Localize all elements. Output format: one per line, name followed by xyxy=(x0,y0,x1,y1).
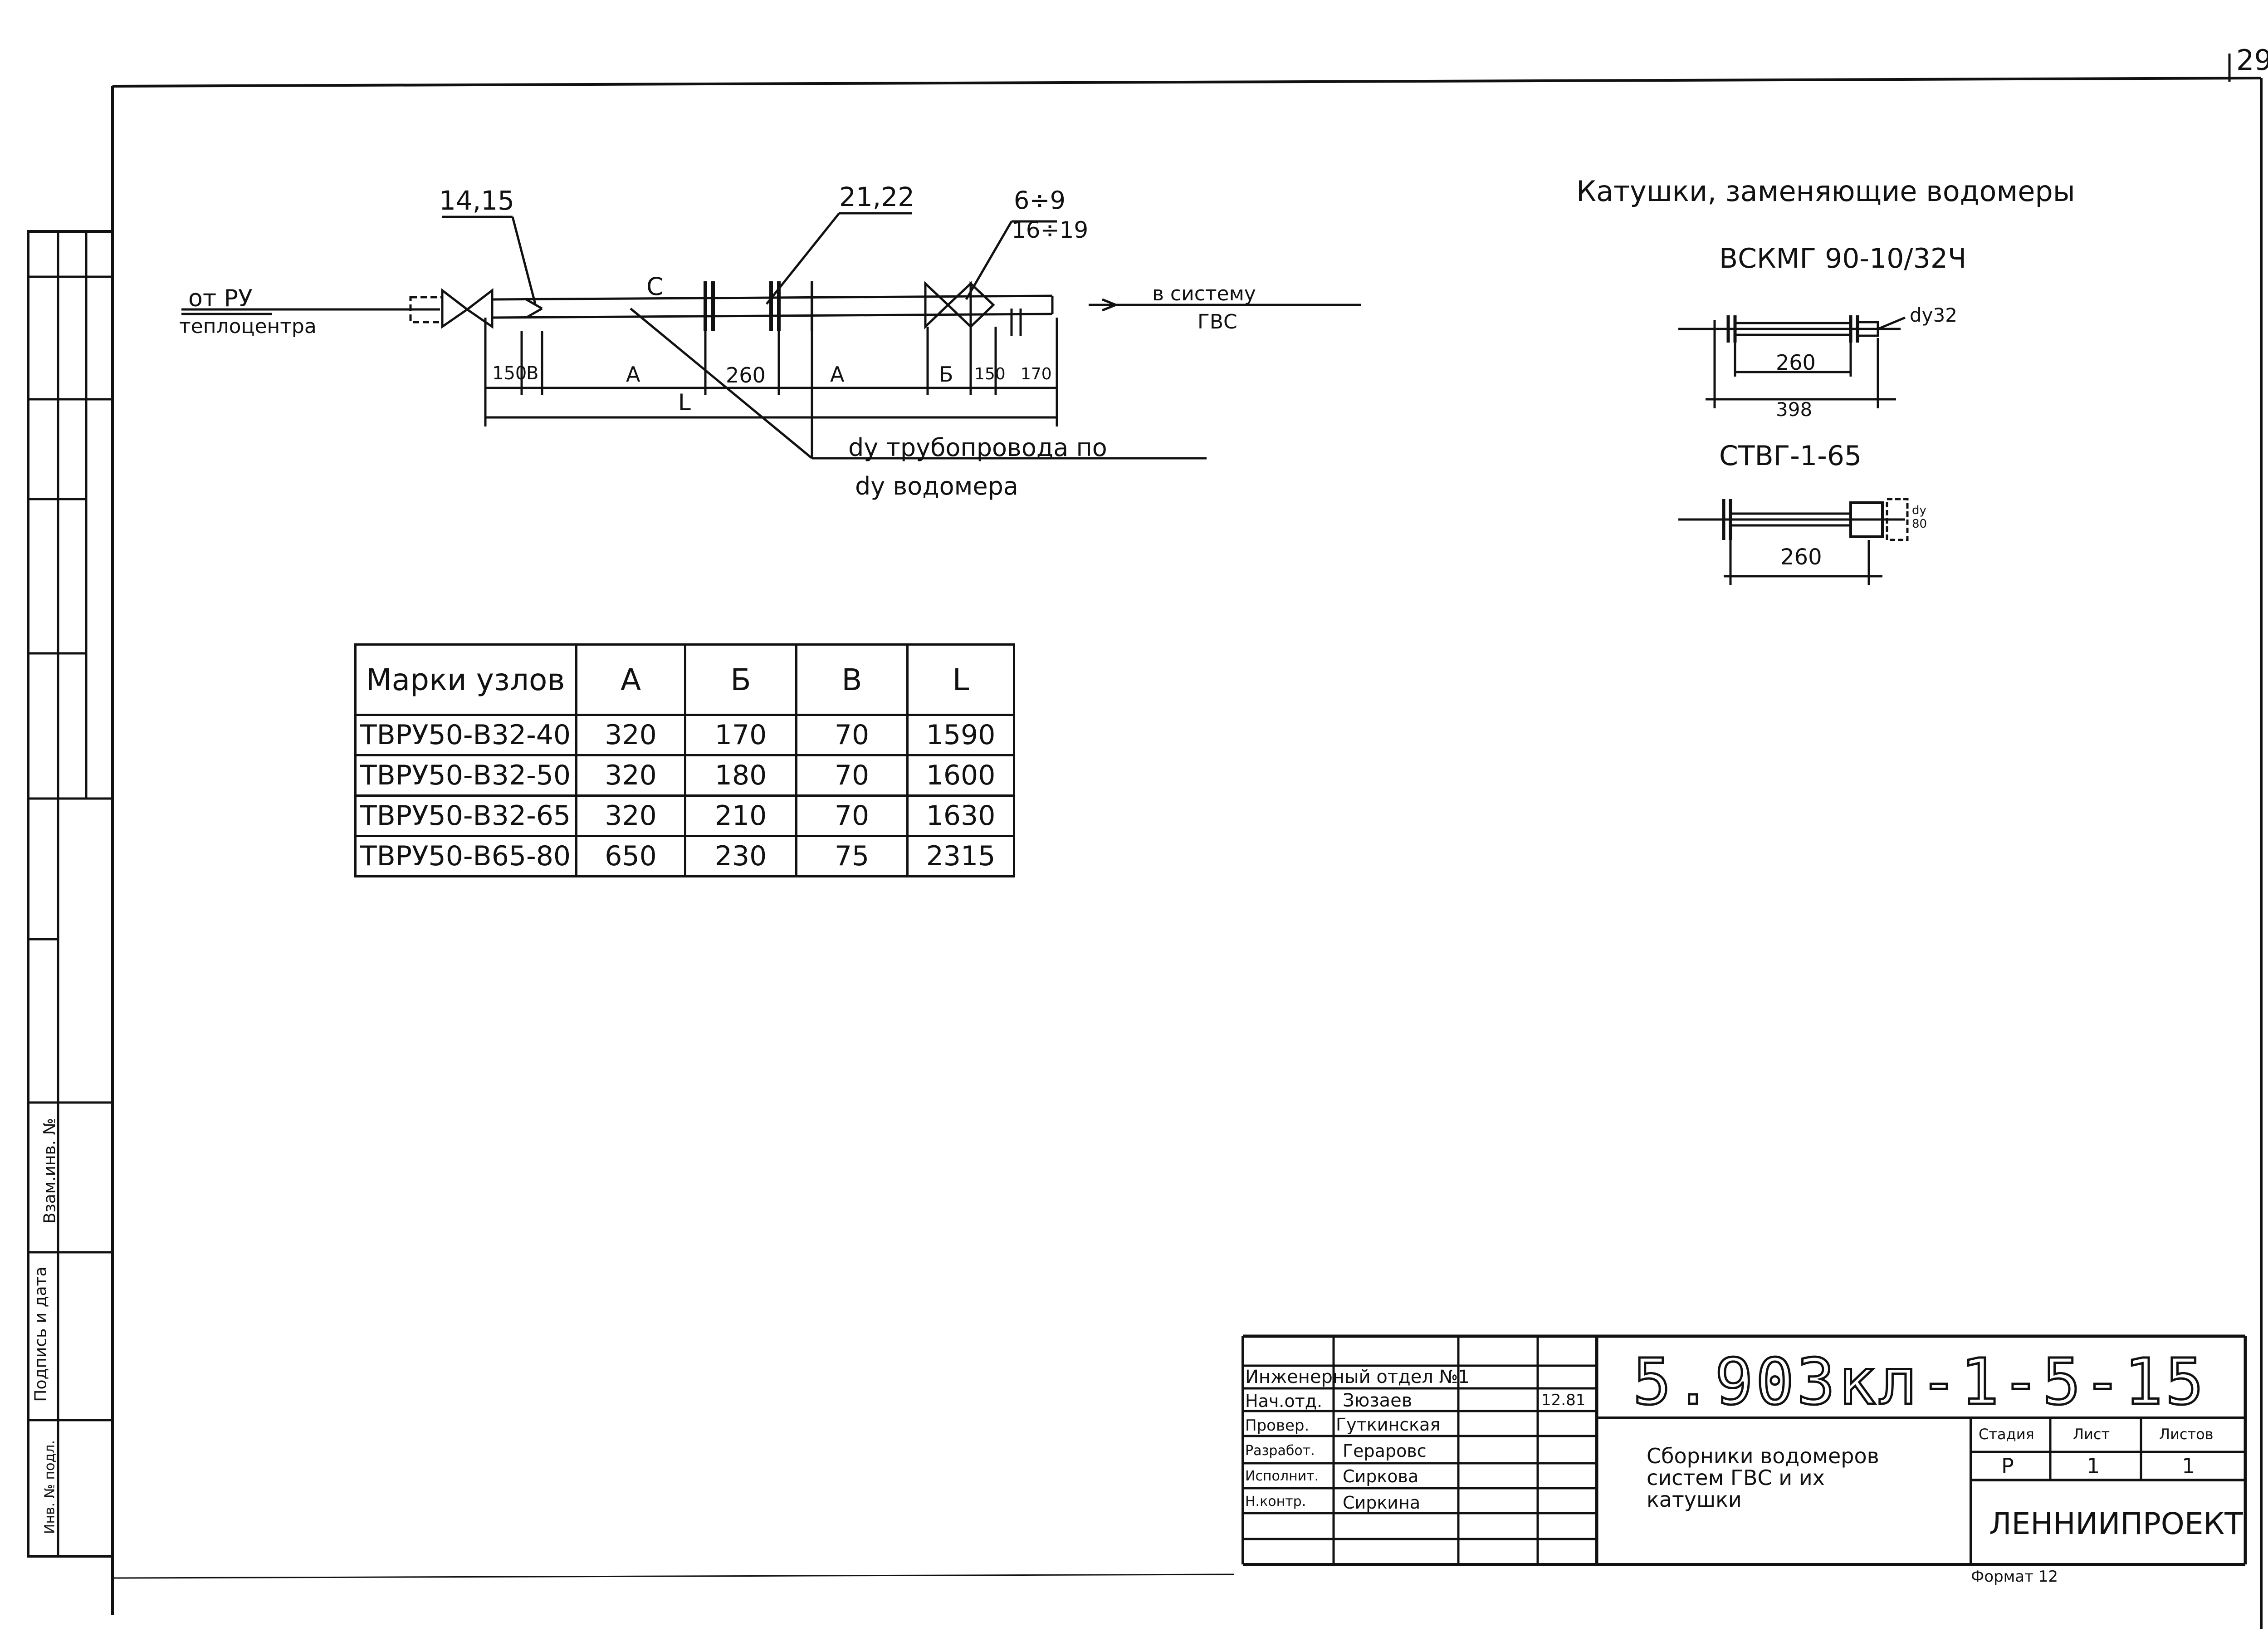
margin-label-inv-no: Инв. № подл. xyxy=(42,1440,58,1534)
coil2-name: СТВГ-1-65 xyxy=(1719,440,1862,472)
stamp-role-1: Нач.отд. xyxy=(1245,1391,1323,1411)
stamp-role-5: Н.контр. xyxy=(1245,1494,1306,1510)
row-mark: ТВРУ50-В32-65 xyxy=(354,794,578,837)
stamp-name-3: Гераровс xyxy=(1343,1441,1427,1461)
stamp-sheet-label: Лист xyxy=(2073,1426,2110,1443)
note-line1: dу трубопровода по xyxy=(848,433,1107,462)
row-v: 70 xyxy=(795,794,909,837)
sheet-number: 29 xyxy=(2236,44,2268,77)
center-mark: С xyxy=(646,272,664,301)
coil1-dy: dу32 xyxy=(1910,304,1957,326)
stamp-date: 12.81 xyxy=(1541,1391,1586,1409)
stamp-format: Формат 12 xyxy=(1971,1568,2058,1586)
row-mark: ТВРУ50-В32-40 xyxy=(354,714,578,756)
row-a: 320 xyxy=(575,794,687,837)
stamp-role-2: Провер. xyxy=(1245,1416,1310,1435)
callout-right-bottom: 16÷19 xyxy=(1012,217,1089,243)
note-line2: dу водомера xyxy=(855,472,1018,500)
row-b: 230 xyxy=(684,835,798,877)
stamp-stage: Р xyxy=(2001,1454,2014,1478)
stamp-role-4: Исполнит. xyxy=(1245,1468,1319,1484)
coil2-dim-inner: 260 xyxy=(1780,544,1822,570)
row-a: 320 xyxy=(575,714,687,756)
stamp-organization: ЛЕННИИПРОЕКТ xyxy=(1989,1506,2243,1541)
header-v: В xyxy=(795,643,909,716)
row-v: 70 xyxy=(795,754,909,797)
margin-label-sign-date: Подпись и дата xyxy=(31,1266,50,1402)
row-mark: ТВРУ50-В65-80 xyxy=(354,835,578,877)
row-b: 210 xyxy=(684,794,798,837)
table-header-row: Марки узлов А Б В L xyxy=(354,643,1016,716)
document-code: 5.903кл-1-5-15 xyxy=(1632,1344,2207,1421)
stamp-sheets: 1 xyxy=(2182,1454,2195,1478)
coils-title: Катушки, заменяющие водомеры xyxy=(1576,175,2075,208)
table-row: ТВРУ50-В65-80 650 230 75 2315 xyxy=(354,835,1016,877)
coil2-side-label: dу 80 xyxy=(1912,504,1927,531)
row-b: 170 xyxy=(684,714,798,756)
dim-v: В xyxy=(526,363,539,384)
row-b: 180 xyxy=(684,754,798,797)
stamp-role-3: Разработ. xyxy=(1245,1443,1315,1459)
stamp-description: Сборники водомеров систем ГВС и их катуш… xyxy=(1647,1444,1879,1512)
coil1-name: ВСКМГ 90-10/32Ч xyxy=(1719,243,1967,274)
callout-mid: 21,22 xyxy=(839,181,915,212)
header-l: L xyxy=(906,643,1016,716)
coil1-dim-inner: 260 xyxy=(1776,350,1816,375)
margin-label-replace-inv: Взам.инв. № xyxy=(40,1118,59,1224)
stamp-stage-label: Стадия xyxy=(1979,1426,2034,1443)
stamp-name-2: Гуткинская xyxy=(1336,1415,1441,1435)
dim-b: Б xyxy=(939,362,953,387)
row-v: 75 xyxy=(795,835,909,877)
stamp-sheets-label: Листов xyxy=(2159,1426,2214,1443)
callout-left: 14,15 xyxy=(439,185,515,216)
dim-a-left: А xyxy=(626,362,640,387)
table-row: ТВРУ50-В32-65 320 210 70 1630 xyxy=(354,794,1016,837)
table-row: ТВРУ50-В32-50 320 180 70 1600 xyxy=(354,754,1016,797)
coil1-dim-outer: 398 xyxy=(1776,398,1813,421)
stamp-dept: Инженерный отдел №1 xyxy=(1245,1367,1470,1387)
row-l: 2315 xyxy=(906,835,1016,877)
marks-table: Марки узлов А Б В L ТВРУ50-В32-40 320 17… xyxy=(354,643,1016,877)
dim-a-right: А xyxy=(830,362,845,387)
outlet-label-line1: в систему xyxy=(1152,282,1256,305)
stamp-name-4: Сиркова xyxy=(1343,1466,1419,1486)
header-marks: Марки узлов xyxy=(354,643,578,716)
row-l: 1590 xyxy=(906,714,1016,756)
stamp-sheet: 1 xyxy=(2087,1454,2100,1478)
inlet-label-line2: теплоцентра xyxy=(179,315,317,338)
table-row: ТВРУ50-В32-40 320 170 70 1590 xyxy=(354,714,1016,756)
dim-260: 260 xyxy=(726,363,766,387)
header-b: Б xyxy=(684,643,798,716)
dim-150-left: 150 xyxy=(492,363,527,384)
row-l: 1630 xyxy=(906,794,1016,837)
callout-right-top: 6÷9 xyxy=(1014,186,1066,215)
row-a: 650 xyxy=(575,835,687,877)
row-mark: ТВРУ50-В32-50 xyxy=(354,754,578,797)
inlet-label-line1: от РУ xyxy=(188,285,253,312)
dim-l: L xyxy=(678,389,691,416)
outlet-label-line2: ГВС xyxy=(1198,310,1237,333)
dim-150-right: 150 xyxy=(974,365,1006,383)
row-v: 70 xyxy=(795,714,909,756)
row-l: 1600 xyxy=(906,754,1016,797)
stamp-name-5: Сиркина xyxy=(1343,1493,1421,1513)
row-a: 320 xyxy=(575,754,687,797)
dim-170: 170 xyxy=(1021,365,1052,383)
stamp-name-1: Зюзаев xyxy=(1343,1390,1413,1411)
header-a: А xyxy=(575,643,687,716)
